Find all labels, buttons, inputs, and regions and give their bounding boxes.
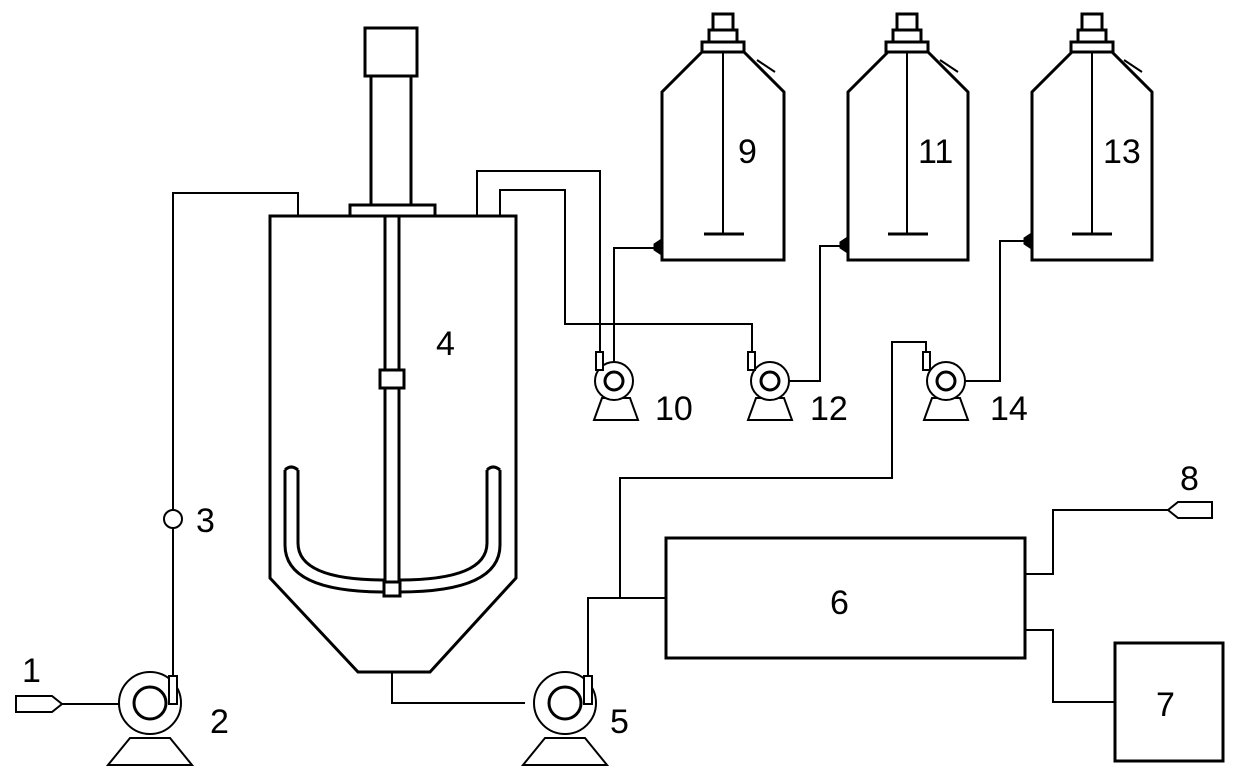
label-transfer-pump: 5 (610, 703, 629, 741)
inlet-nozzle: 1 (15, 652, 64, 713)
flow-meter: 3 (163, 502, 215, 540)
dosing-pump-a: 10 (592, 351, 693, 428)
stirred-reactor: 4 (268, 26, 518, 674)
collection-unit: 7 (1113, 641, 1225, 763)
label-dosing-tank-a: 9 (738, 133, 757, 171)
transfer-pump: 5 (520, 671, 629, 766)
dosing-tank-c: 13 (1023, 12, 1154, 262)
outlet-nozzle: 8 (1166, 460, 1213, 519)
label-collection-unit: 7 (1156, 686, 1175, 724)
label-dosing-tank-c: 13 (1103, 133, 1141, 171)
label-reactor: 4 (436, 325, 455, 363)
feed-pump: 2 (105, 671, 229, 766)
label-feed-pump: 2 (210, 703, 229, 741)
label-outlet: 8 (1180, 460, 1199, 498)
label-dosing-pump-b: 12 (810, 390, 848, 428)
dosing-tank-a: 9 (653, 12, 786, 262)
label-inlet: 1 (22, 652, 41, 690)
label-process-unit: 6 (830, 584, 849, 622)
label-dosing-tank-b: 11 (918, 133, 953, 171)
label-flow-meter: 3 (196, 502, 215, 540)
dosing-tank-b: 11 (839, 12, 970, 262)
label-dosing-pump-c: 14 (990, 390, 1028, 428)
dosing-pump-c: 14 (922, 351, 1028, 428)
piping (62, 170, 1168, 705)
process-unit: 6 (664, 536, 1027, 660)
label-dosing-pump-a: 10 (655, 390, 693, 428)
dosing-pump-b: 12 (746, 351, 848, 428)
